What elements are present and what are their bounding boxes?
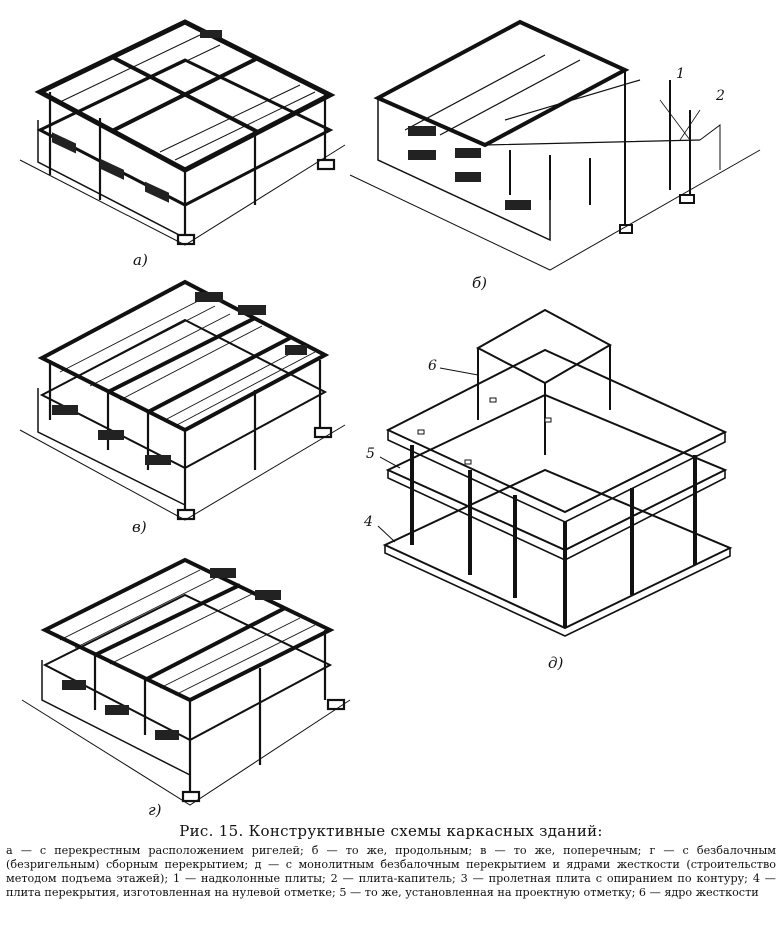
frame-scheme-d bbox=[377, 308, 733, 637]
windows-g bbox=[62, 568, 281, 740]
panel-label-b: б) bbox=[472, 274, 487, 292]
figure-drawing: а) б) в) г) д) 1 2 6 5 4 bbox=[19, 19, 761, 819]
slab-openings-d bbox=[417, 397, 552, 465]
callout-5: 5 bbox=[366, 446, 375, 462]
figure-caption: Рис. 15. Конструктивные схемы каркасных … bbox=[6, 820, 776, 900]
callout-2: 2 bbox=[715, 88, 725, 104]
callout-6: 6 bbox=[428, 358, 437, 374]
panel-label-v: в) bbox=[132, 518, 147, 536]
frame-scheme-b bbox=[349, 19, 761, 271]
panel-label-d: д) bbox=[548, 654, 564, 672]
caption-legend: а — с перекрестным расположением ригелей… bbox=[6, 844, 776, 899]
panel-label-g: г) bbox=[148, 801, 162, 819]
frame-scheme-g bbox=[21, 557, 351, 806]
callout-4: 4 bbox=[363, 514, 373, 530]
panel-label-a: а) bbox=[133, 251, 148, 269]
windows-b bbox=[408, 126, 531, 210]
caption-title: Рис. 15. Конструктивные схемы каркасных … bbox=[179, 822, 603, 840]
windows-a bbox=[52, 30, 222, 203]
frame-scheme-a bbox=[19, 19, 346, 246]
callout-1: 1 bbox=[676, 66, 685, 82]
windows-v bbox=[52, 292, 307, 465]
frame-scheme-v bbox=[19, 279, 346, 521]
